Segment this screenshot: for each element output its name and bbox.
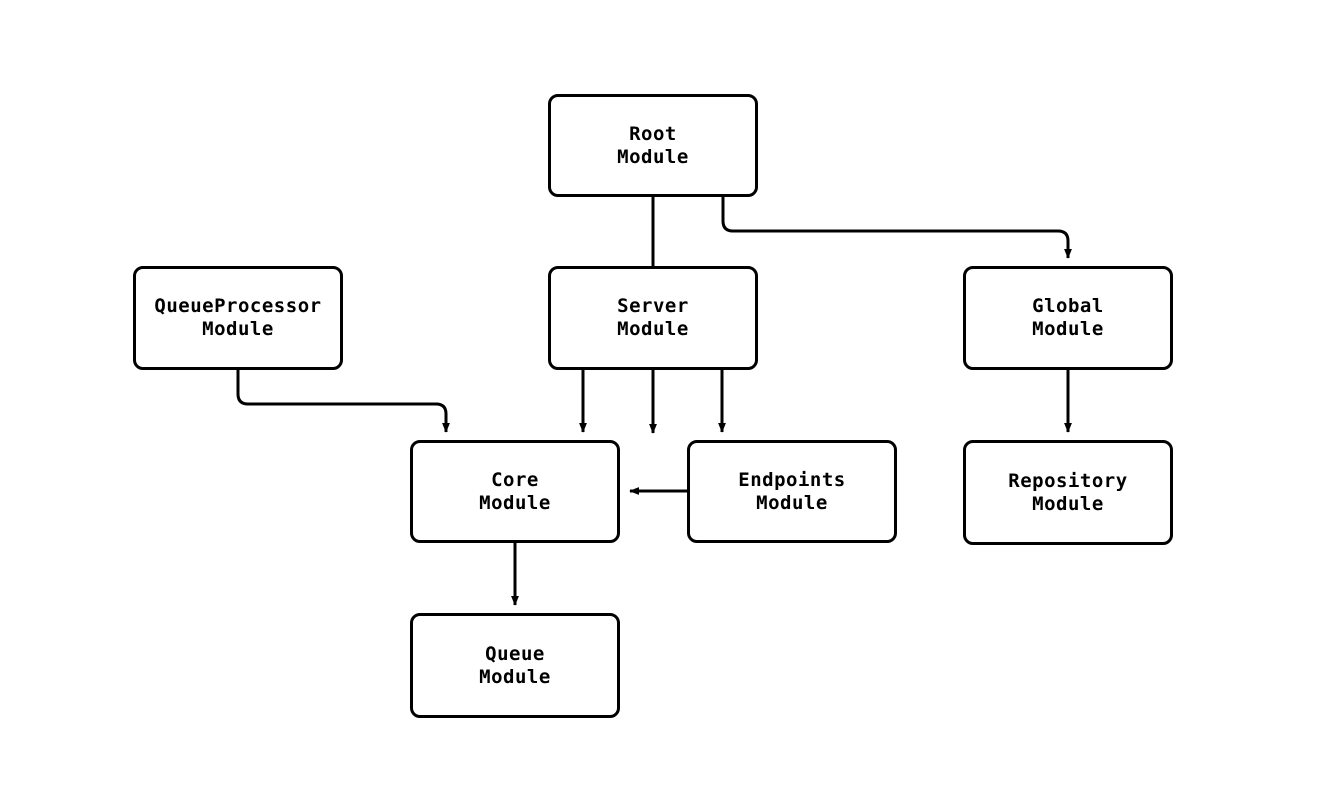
- edge-root-to-global: [721, 197, 1072, 259]
- node-repository-module[interactable]: Repository Module: [963, 440, 1173, 545]
- node-queueprocessor-module-line2: Module: [202, 318, 274, 340]
- node-server-module-line2: Module: [617, 318, 689, 340]
- node-server-module-line1: Server: [617, 295, 689, 317]
- node-queueprocessor-module-line1: QueueProcessor: [154, 295, 322, 317]
- node-core-module-line1: Core: [491, 468, 539, 491]
- node-server-module[interactable]: Server Module: [548, 266, 758, 370]
- node-root-module-line2: Module: [617, 145, 689, 168]
- node-global-module-line2: Module: [1032, 318, 1104, 340]
- node-endpoints-module-line1: Endpoints: [738, 468, 846, 491]
- node-global-module-line1: Global: [1032, 295, 1104, 317]
- node-endpoints-module-line2: Module: [756, 491, 828, 514]
- edge-queueprocessor-to-core: [236, 370, 450, 433]
- node-root-module-line1: Root: [629, 122, 677, 145]
- node-queueprocessor-module[interactable]: QueueProcessor Module: [133, 266, 343, 370]
- node-root-module[interactable]: Root Module: [548, 94, 758, 197]
- node-global-module[interactable]: Global Module: [963, 266, 1173, 370]
- node-endpoints-module[interactable]: Endpoints Module: [687, 440, 897, 543]
- node-repository-module-line2: Module: [1032, 492, 1104, 515]
- node-repository-module-line1: Repository: [1008, 469, 1128, 492]
- node-core-module[interactable]: Core Module: [410, 440, 620, 543]
- node-queue-module-line1: Queue: [485, 642, 545, 665]
- node-queue-module[interactable]: Queue Module: [410, 613, 620, 718]
- node-core-module-line2: Module: [479, 491, 551, 514]
- node-queue-module-line2: Module: [479, 665, 551, 688]
